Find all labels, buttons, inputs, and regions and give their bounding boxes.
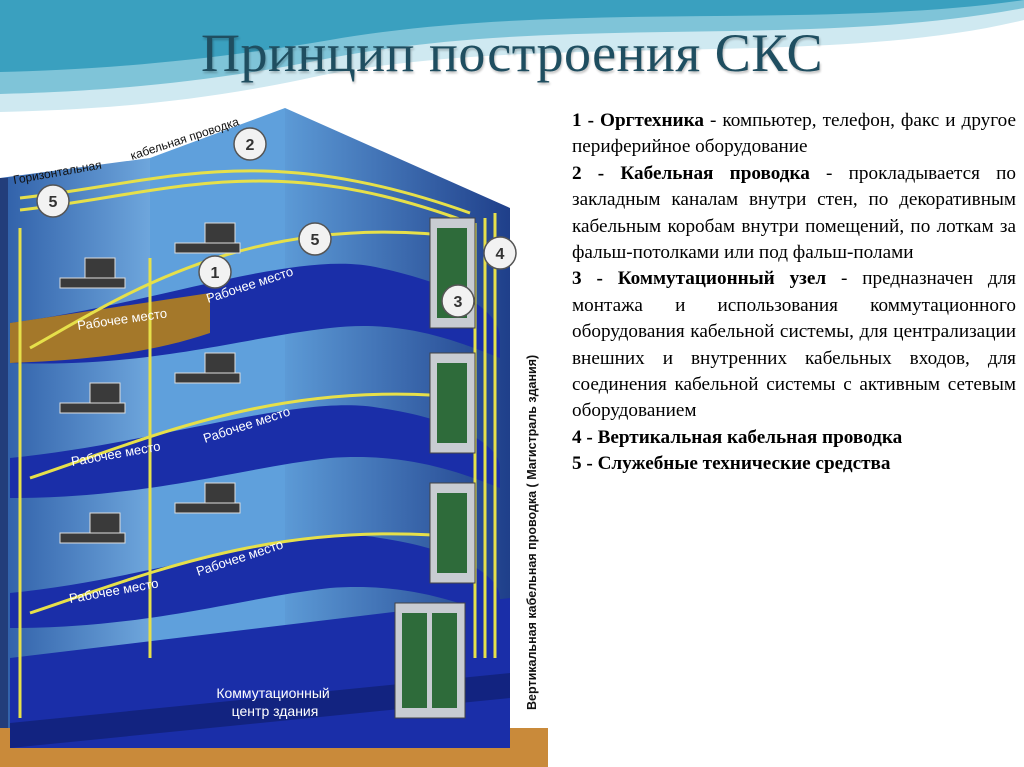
legend-item: 4 - Вертикальная кабельная проводка — [572, 425, 1016, 451]
marker-1: 1 — [198, 255, 232, 289]
label-vertical-cabling: Вертикальная кабельная проводка ( Магист… — [525, 355, 539, 710]
legend-item: 5 - Служебные технические средства — [572, 451, 1016, 477]
workstations — [59, 222, 241, 544]
legend-term: Оргтехника — [600, 110, 704, 131]
legend-item: 3 - Коммутационный узел - предназначен д… — [572, 266, 1016, 424]
svg-text:5: 5 — [311, 232, 320, 249]
page-title: Принцип построения СКС — [201, 23, 823, 83]
legend-number: 2 - — [572, 162, 621, 184]
marker-5-ceiling: 5 — [36, 184, 70, 218]
legend-number: 3 - — [572, 268, 618, 290]
svg-text:4: 4 — [496, 246, 505, 263]
left-edge — [0, 178, 8, 728]
legend-term: Кабельная проводка — [620, 162, 810, 184]
marker-2: 2 — [233, 127, 267, 161]
marker-5-floor: 5 — [298, 222, 332, 256]
legend-list: 1 - Оргтехника - компьютер, телефон, фак… — [572, 108, 1016, 478]
header-wave-decoration — [0, 0, 1024, 112]
switching-center-label: Коммутационный центр здания — [216, 685, 333, 719]
legend-text: - предназначен для монтажа и использован… — [572, 268, 1016, 422]
legend-text: - прокладывается по закладным каналам вн… — [572, 162, 1017, 264]
svg-text:1: 1 — [211, 265, 220, 282]
legend-item: 2 - Кабельная проводка - прокладывается … — [572, 161, 1016, 267]
marker-3: 3 — [441, 284, 475, 318]
cables — [18, 169, 497, 718]
switching-center-line2: центр здания — [232, 703, 319, 719]
svg-text:3: 3 — [454, 294, 463, 311]
marker-4: 4 — [483, 236, 517, 270]
sks-building-diagram: Горизонтальная кабельная проводка Вертик… — [0, 108, 548, 767]
svg-text:2: 2 — [246, 137, 255, 154]
legend-term: Вертикальная кабельная проводка — [597, 426, 903, 448]
legend-number: 5 - — [572, 453, 598, 475]
floor-slabs — [10, 263, 510, 748]
legend-number: 4 - — [572, 426, 598, 448]
svg-text:5: 5 — [49, 194, 58, 211]
switching-center-line1: Коммутационный — [216, 685, 329, 701]
legend-item: 1 - Оргтехника - компьютер, телефон, фак… — [572, 108, 1016, 161]
legend-term: Коммутационный узел — [617, 268, 827, 290]
legend-number: 1 - — [572, 110, 601, 131]
legend-text: - компьютер, телефон, факс и другое пери… — [572, 110, 1016, 158]
legend-term: Служебные технические средства — [597, 453, 891, 475]
